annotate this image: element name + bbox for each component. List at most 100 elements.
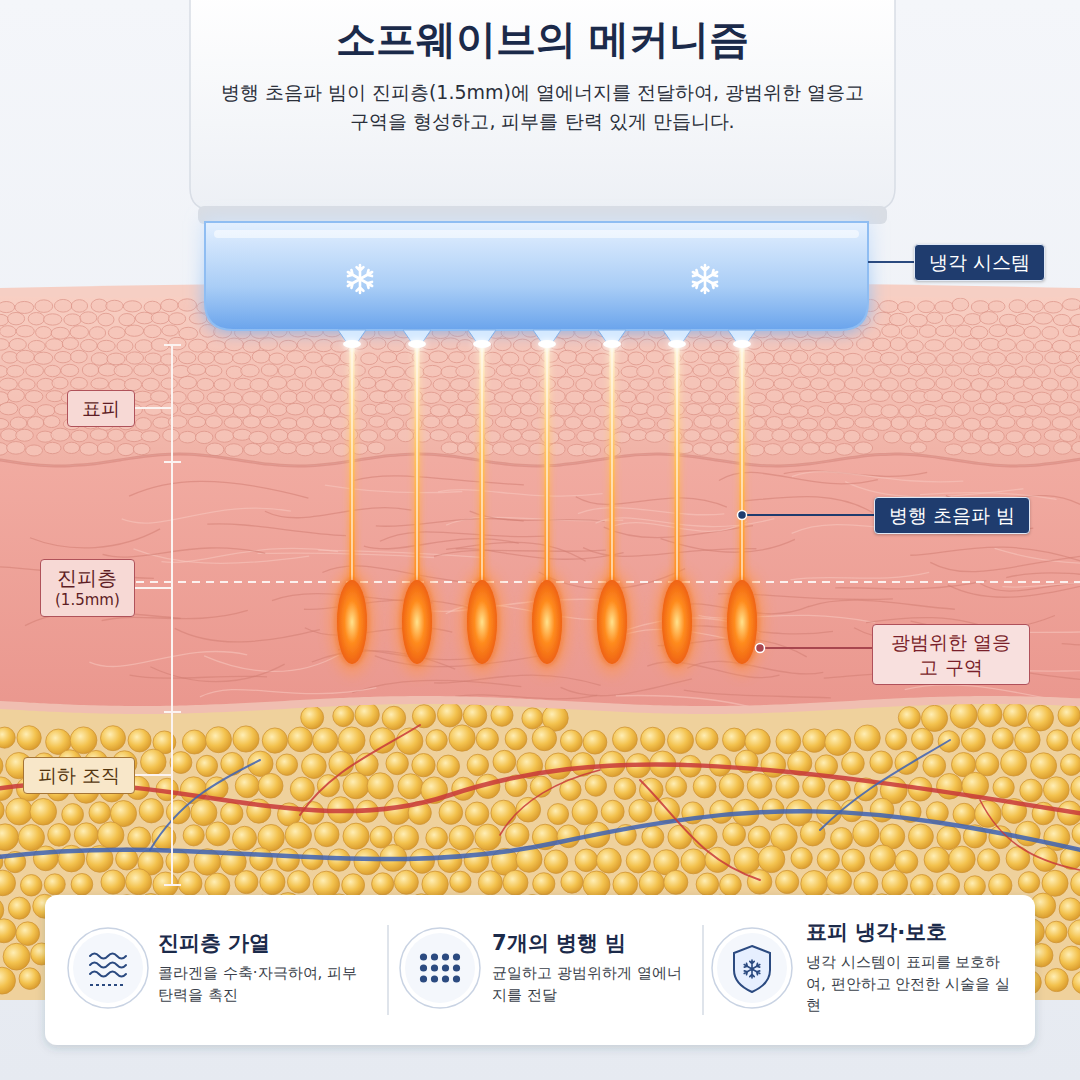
epidermis-cell	[205, 365, 222, 376]
epidermis-cell	[458, 390, 477, 402]
epidermis-cell	[341, 428, 358, 441]
fat-cell	[70, 727, 97, 754]
fat-cell	[613, 727, 638, 752]
fat-cell	[19, 968, 41, 990]
epidermis-cell	[901, 326, 917, 338]
heat-halo	[458, 568, 506, 676]
fat-cell	[1043, 777, 1069, 803]
epidermis-cell	[834, 364, 853, 377]
heat-halo	[588, 568, 636, 676]
epidermis-cell	[1032, 417, 1051, 430]
epidermis-cell	[953, 353, 971, 365]
epidermis-cell	[702, 404, 719, 415]
collagen-fiber	[30, 529, 160, 548]
emitter-glow	[668, 340, 686, 348]
fat-cell	[0, 753, 3, 779]
dots-icon-part	[431, 975, 438, 982]
epidermis-cell	[511, 418, 528, 430]
fat-cell	[287, 871, 310, 894]
epidermis-cell	[379, 352, 397, 363]
epidermis-cell	[496, 365, 512, 377]
epidermis-cell	[243, 416, 260, 428]
epidermis-cell	[946, 314, 964, 326]
fat-cell	[206, 727, 232, 753]
epidermis-cell	[242, 391, 260, 404]
epidermis-cell	[521, 404, 538, 416]
epidermis-cell	[548, 443, 565, 455]
epidermis-cell	[971, 378, 987, 391]
epidermis-cell	[901, 352, 917, 364]
fat-cell	[776, 775, 799, 798]
fat-cell	[908, 824, 933, 849]
epidermis-cell	[791, 350, 808, 363]
epidermis-cell	[711, 443, 728, 455]
epidermis-cell	[161, 354, 177, 365]
zone-label: 광범위한 열응고 구역	[872, 624, 1030, 685]
epidermis-cell	[1015, 313, 1033, 324]
fat-cell	[545, 753, 571, 779]
snowflake-icon	[348, 265, 372, 293]
epidermis-cell	[1032, 392, 1051, 404]
dots-icon-part	[442, 964, 449, 971]
epidermis-cell	[323, 379, 342, 391]
fat-cell	[221, 802, 243, 824]
beam-core	[416, 346, 418, 580]
coagulation-zone	[532, 580, 562, 664]
ultrasound-beam	[675, 344, 680, 586]
snowflake-icon	[348, 265, 717, 293]
epidermis-cell	[315, 366, 333, 378]
epidermis-cell	[639, 339, 655, 352]
epidermis-cell	[331, 390, 348, 402]
epidermis-cell	[801, 364, 819, 377]
fat-cell	[953, 803, 975, 825]
epidermis-cell	[962, 443, 981, 454]
epidermis-cell	[90, 429, 107, 440]
epidermis-cell	[748, 393, 766, 404]
fat-cell	[854, 872, 878, 896]
epidermis-cell	[458, 415, 477, 428]
fat-cell	[450, 871, 471, 892]
fat-cell	[449, 825, 474, 850]
epidermis-cell	[981, 443, 999, 456]
epidermis-cell	[621, 338, 638, 350]
epidermis-cell	[0, 418, 9, 429]
epidermis-cell	[827, 352, 844, 364]
epidermis-cell	[693, 443, 711, 456]
fat-cell	[342, 874, 365, 897]
fat-cell	[831, 828, 853, 850]
epidermis-cell	[585, 364, 604, 375]
fat-cell	[1059, 898, 1080, 921]
leader-line	[135, 407, 172, 409]
fat-cell	[1003, 703, 1026, 726]
epidermis-cell	[25, 391, 43, 403]
collagen-fiber	[325, 485, 462, 492]
epidermis-cell	[430, 430, 448, 441]
epidermis-cell	[954, 403, 970, 416]
epidermis-cell	[593, 353, 611, 364]
beam-core	[351, 346, 353, 580]
epidermis-cell	[70, 350, 87, 363]
beam-core	[546, 346, 548, 580]
epidermis-cell	[179, 431, 196, 443]
epidermis-cell	[700, 429, 718, 441]
fat-cell	[560, 730, 582, 752]
epidermis-cell	[892, 391, 908, 403]
epidermis-cell	[44, 442, 61, 453]
epidermis-cell	[387, 417, 404, 430]
epidermis-cell	[269, 353, 285, 364]
epidermis-cell	[259, 338, 277, 351]
epidermis-cell	[260, 416, 278, 427]
epidermis-cell	[854, 442, 873, 454]
fat-cell	[301, 706, 324, 729]
fat-cell	[338, 727, 365, 754]
fat-cell	[262, 728, 287, 753]
leader-line	[135, 587, 172, 589]
epidermis-cell	[1072, 365, 1080, 378]
epidermis-cell	[988, 378, 1005, 390]
collagen-fiber	[150, 664, 284, 681]
epidermis-cell	[1026, 352, 1043, 364]
fat-cell	[693, 825, 718, 850]
epidermis-cell	[495, 416, 511, 427]
epidermis-cell	[1042, 378, 1058, 390]
snowflake-icon	[693, 265, 717, 293]
